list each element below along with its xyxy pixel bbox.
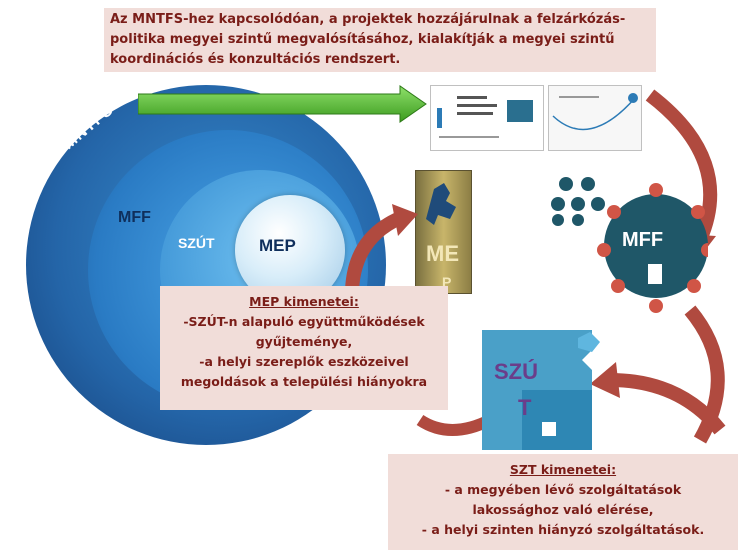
- red-arrow-to-puzzle: [609, 373, 726, 435]
- small-people-cluster: [551, 177, 605, 226]
- szt-output-line-1: - a megyében lévő szolgáltatások: [444, 482, 682, 497]
- mep-output-line-2: gyűjteménye,: [255, 334, 353, 349]
- red-arrow-to-puzzle-head: [590, 362, 620, 398]
- puzzle-icon: [482, 330, 600, 450]
- mep-output-title: MEP kimenetei:: [249, 294, 359, 309]
- szt-output-line-3: - a helyi szinten hiányzó szolgáltatások…: [421, 522, 705, 537]
- mff-doc-icon: [648, 264, 662, 284]
- mep-output-line-1: -SZÚT-n alapuló együttműködések: [183, 314, 425, 329]
- document-thumbnail-2-art: [552, 93, 638, 131]
- green-arrow: [138, 85, 427, 123]
- top-caption-line-3: koordinációs és konzultációs rendszert.: [110, 52, 401, 67]
- puzzle-hole-icon: [542, 422, 556, 436]
- mep-book-icon: [415, 170, 472, 294]
- red-arrow-to-mep-box: [416, 414, 493, 436]
- mep-output-line-3: -a helyi szereplők eszközeivel: [199, 354, 409, 369]
- mep-output-box: MEP kimenetei: -SZÚT-n alapuló együttműk…: [160, 286, 448, 410]
- red-arrow-to-mff: [645, 89, 718, 243]
- mff-people-ring: [597, 183, 708, 313]
- book-label-2: P: [442, 274, 452, 290]
- mff-table-circle: [604, 194, 708, 298]
- mff-label: MFF: [118, 209, 151, 226]
- document-thumbnail-1: [430, 85, 544, 151]
- mep-output-line-4: megoldások a települési hiányokra: [180, 374, 428, 389]
- book-puzzle-art: [426, 183, 456, 225]
- mff-group-label: MFF: [622, 229, 664, 251]
- top-caption-box: Az MNTFS-hez kapcsolódóan, a projektek h…: [104, 8, 656, 72]
- szt-output-line-2: lakossághoz való elérése,: [472, 502, 654, 517]
- szt-output-title: SZT kimenetei:: [509, 462, 617, 477]
- puzzle-label-bottom: T: [518, 395, 532, 420]
- mff-group-icon: [551, 177, 708, 313]
- red-arrow-to-book-head: [392, 204, 418, 236]
- document-thumbnail-2: [548, 85, 642, 151]
- mep-label: MEP: [259, 236, 296, 255]
- puzzle-piece-icon: [578, 332, 600, 352]
- top-caption-line-2: politika megyei szintű megvalósításához,…: [110, 32, 615, 47]
- puzzle-label-top: SZÚ: [494, 359, 538, 384]
- top-caption-line-1: Az MNTFS-hez kapcsolódóan, a projektek h…: [110, 12, 626, 27]
- book-label: ME: [426, 241, 459, 266]
- document-thumbnail-1-art: [437, 96, 533, 138]
- szut-label: SZÚT: [178, 235, 215, 251]
- szt-output-box: SZT kimenetei: - a megyében lévő szolgál…: [388, 454, 738, 550]
